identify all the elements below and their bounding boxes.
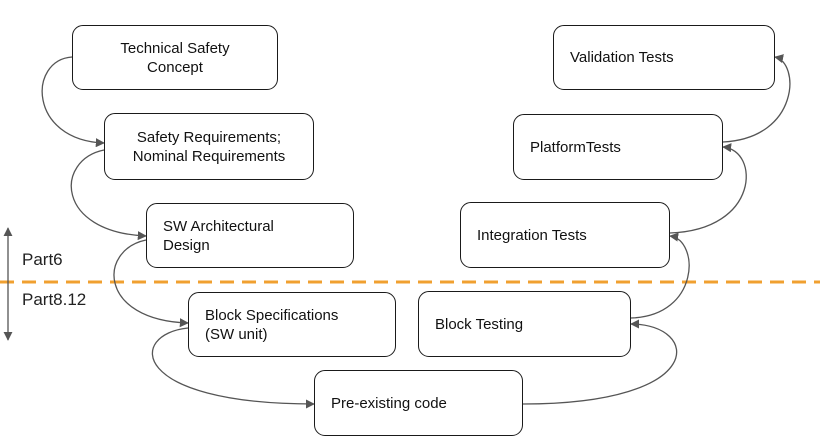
- block-specifications-label: Block Specifications (SW unit): [205, 306, 339, 343]
- part6-label: Part6: [22, 250, 63, 269]
- integration-tests-label: Integration Tests: [477, 226, 587, 244]
- box-block-testing: Block Testing: [418, 291, 631, 357]
- block-testing-label: Block Testing: [435, 315, 524, 333]
- box-integration-tests: Integration Tests: [460, 202, 670, 268]
- connector-pre-existing-to-block-testing: [522, 319, 678, 405]
- box-pre-existing-code: Pre-existing code: [314, 370, 523, 436]
- box-platform-tests: PlatformTests: [513, 114, 723, 180]
- connector-block-spec-to-pre-existing: [151, 327, 315, 409]
- platform-tests-label: PlatformTests: [530, 138, 621, 156]
- safety-requirements-label: Safety Requirements; Nominal Requirement…: [132, 128, 286, 165]
- connector-sw-arch-to-block-spec: [113, 239, 189, 328]
- part8-12-label: Part8.12: [22, 290, 87, 309]
- connector-tsc-to-safety-req: [41, 56, 105, 148]
- box-safety-requirements: Safety Requirements; Nominal Requirement…: [104, 113, 314, 180]
- box-validation-tests: Validation Tests: [553, 25, 775, 90]
- box-sw-architectural-design: SW Architectural Design: [146, 203, 354, 268]
- technical-safety-concept-label: Technical Safety Concept: [120, 39, 230, 76]
- connector-safety-req-to-sw-arch: [70, 149, 147, 241]
- connector-platform-to-validation: [722, 54, 791, 143]
- connector-block-testing-to-integration: [630, 232, 690, 319]
- box-block-specifications: Block Specifications (SW unit): [188, 292, 396, 357]
- sw-architectural-design-label: SW Architectural Design: [163, 217, 274, 254]
- connector-integration-to-platform: [669, 143, 747, 234]
- box-technical-safety-concept: Technical Safety Concept: [72, 25, 278, 90]
- pre-existing-code-label: Pre-existing code: [331, 394, 447, 412]
- validation-tests-label: Validation Tests: [570, 49, 674, 66]
